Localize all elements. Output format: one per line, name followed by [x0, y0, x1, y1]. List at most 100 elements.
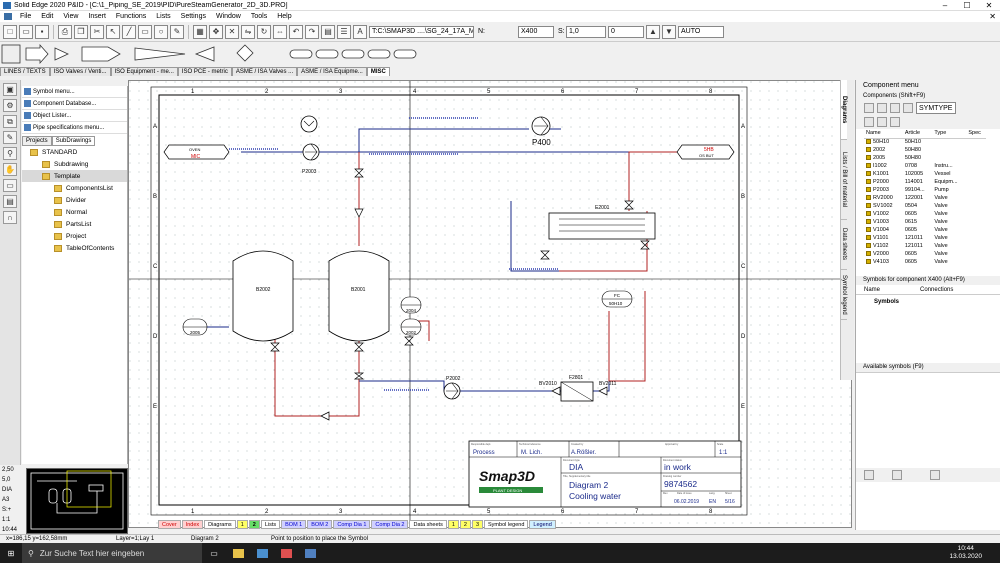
open-icon[interactable]: ▭ — [19, 24, 33, 39]
document-icon[interactable] — [4, 13, 12, 20]
tree-item[interactable]: Divider — [22, 194, 127, 206]
tab-iso-valves[interactable]: ISO Valves / Venti... — [49, 67, 111, 76]
tab-iso-equipment[interactable]: ISO Equipment - me... — [110, 67, 178, 76]
tab-asme-equipment[interactable]: ASME / ISA Equipme... — [297, 67, 367, 76]
tab-asme-valves[interactable]: ASME / ISA Valves ... — [231, 67, 298, 76]
tree-item[interactable]: Project — [22, 230, 127, 242]
col-article[interactable]: Article — [902, 129, 933, 139]
print-icon[interactable]: ⎙ — [58, 24, 72, 39]
rectangle-icon[interactable]: ▭ — [138, 24, 152, 39]
object-lister-button[interactable]: Object Lister... — [22, 110, 127, 122]
sheet-tab-bom2[interactable]: BOM 2 — [307, 520, 333, 529]
offpage-connector-right[interactable]: 5HB OS BUT — [676, 144, 735, 160]
delete-icon[interactable]: ✕ — [225, 24, 239, 39]
add-component-icon[interactable] — [864, 103, 874, 113]
minimize-button[interactable]: – — [942, 0, 948, 10]
back-arrow-icon[interactable] — [903, 103, 913, 113]
vessel-b2002[interactable]: B2002 — [232, 250, 294, 342]
col-type[interactable]: Type — [932, 129, 967, 139]
sym-col-connections[interactable]: Connections — [920, 287, 954, 293]
select-icon[interactable]: ▣ — [3, 83, 17, 96]
menu-functions[interactable]: Functions — [115, 13, 147, 20]
calc-icon[interactable]: ▤ — [321, 24, 335, 39]
offpage-connector-left[interactable]: OVEN MIC — [163, 144, 230, 160]
rotate-icon[interactable]: ↻ — [257, 24, 271, 39]
sheet-tab-ds2[interactable]: 2 — [459, 520, 471, 529]
edit-icon[interactable]: ✎ — [3, 131, 17, 144]
table-icon[interactable] — [864, 117, 874, 127]
sheet-tab-index[interactable]: Index — [181, 520, 204, 529]
sym-col-name[interactable]: Name — [864, 287, 881, 293]
pid-drawing[interactable]: 1 2 3 4 5 6 7 8 1 2 3 4 5 6 7 8 A B C D … — [129, 81, 852, 528]
overview-thumbnail[interactable] — [26, 468, 128, 534]
tree-item[interactable]: Subdrawing — [22, 158, 127, 170]
menu-file[interactable]: File — [20, 13, 32, 20]
close-document-icon[interactable]: ✕ — [989, 12, 996, 21]
fit-icon[interactable]: ▭ — [3, 179, 17, 192]
app-icon[interactable] — [298, 543, 322, 563]
tree-item[interactable]: STANDARD — [22, 146, 127, 158]
layer-icon[interactable]: ▤ — [3, 195, 17, 208]
tree-item[interactable]: PartsList — [22, 218, 127, 230]
move-icon[interactable]: ✥ — [209, 24, 223, 39]
tree-item[interactable]: Normal — [22, 206, 127, 218]
symbol-menu-button[interactable]: Symbol menu... — [22, 86, 127, 98]
undo-icon[interactable]: ↶ — [289, 24, 303, 39]
available-symbols-area[interactable] — [856, 372, 1000, 468]
app-icon[interactable] — [250, 543, 274, 563]
menu-lists[interactable]: Lists — [156, 13, 171, 20]
taskbar-search[interactable]: ⚲Zur Suche Text hier eingeben — [22, 543, 202, 563]
component-field[interactable]: X400 — [518, 25, 554, 38]
save-icon[interactable]: ▪ — [35, 24, 49, 39]
sheet-tab-2[interactable]: 2 — [248, 520, 260, 529]
vtab-datasheets[interactable]: Data sheets — [841, 220, 847, 270]
stretch-icon[interactable]: ⇔ — [273, 24, 287, 39]
pen-icon[interactable]: ✎ — [170, 24, 184, 39]
component-icon[interactable]: ⚙ — [3, 99, 17, 112]
sheet-tab-datasheets[interactable]: Data sheets — [409, 520, 447, 529]
text-style-field[interactable]: T:C:\SMAP3D ....\SG_24_17A_MM — [369, 25, 474, 38]
tab-iso-pce[interactable]: ISO PCE - metric — [177, 67, 232, 76]
text-icon[interactable]: A — [353, 24, 367, 39]
sheet-tab-cover[interactable]: Cover — [158, 520, 181, 529]
tab-lines-texts[interactable]: LINES / TEXTS — [0, 67, 50, 76]
pointer-icon[interactable]: ↖ — [106, 24, 120, 39]
sheet-tab-bom1[interactable]: BOM 1 — [281, 520, 307, 529]
tab-misc[interactable]: MISC — [366, 67, 390, 76]
instrument-2002[interactable]: 2002 — [400, 318, 422, 336]
circle-icon[interactable]: ○ — [154, 24, 168, 39]
vtab-lists[interactable]: Lists / Bill of material — [841, 140, 847, 220]
sheet-tab-diagrams[interactable]: Diagrams — [204, 520, 236, 529]
new-icon[interactable]: □ — [3, 24, 17, 39]
sheet-tab-lists[interactable]: Lists — [260, 520, 281, 529]
line-icon[interactable]: ╱ — [122, 24, 136, 39]
pump-p400[interactable]: P400 — [531, 116, 551, 147]
tree-item[interactable]: Template — [22, 170, 127, 182]
menu-help[interactable]: Help — [277, 13, 292, 20]
drawing-canvas[interactable]: 1 2 3 4 5 6 7 8 1 2 3 4 5 6 7 8 A B C D … — [128, 80, 852, 528]
mirror-icon[interactable]: ⇋ — [241, 24, 255, 39]
app-icon[interactable] — [274, 543, 298, 563]
start-icon[interactable]: ⊞ — [7, 548, 15, 558]
copy-icon[interactable]: ❐ — [74, 24, 88, 39]
auto-select[interactable]: AUTO — [678, 25, 724, 38]
sheet-tab-compdia2[interactable]: Comp Dia 2 — [371, 520, 409, 529]
vessel-b2001[interactable]: B2001 — [328, 250, 390, 342]
vtab-symbol-legend[interactable]: Symbol legend — [841, 270, 847, 320]
number-field[interactable]: 0 — [608, 25, 644, 38]
sheet-tab-ds3[interactable]: 3 — [471, 520, 484, 529]
